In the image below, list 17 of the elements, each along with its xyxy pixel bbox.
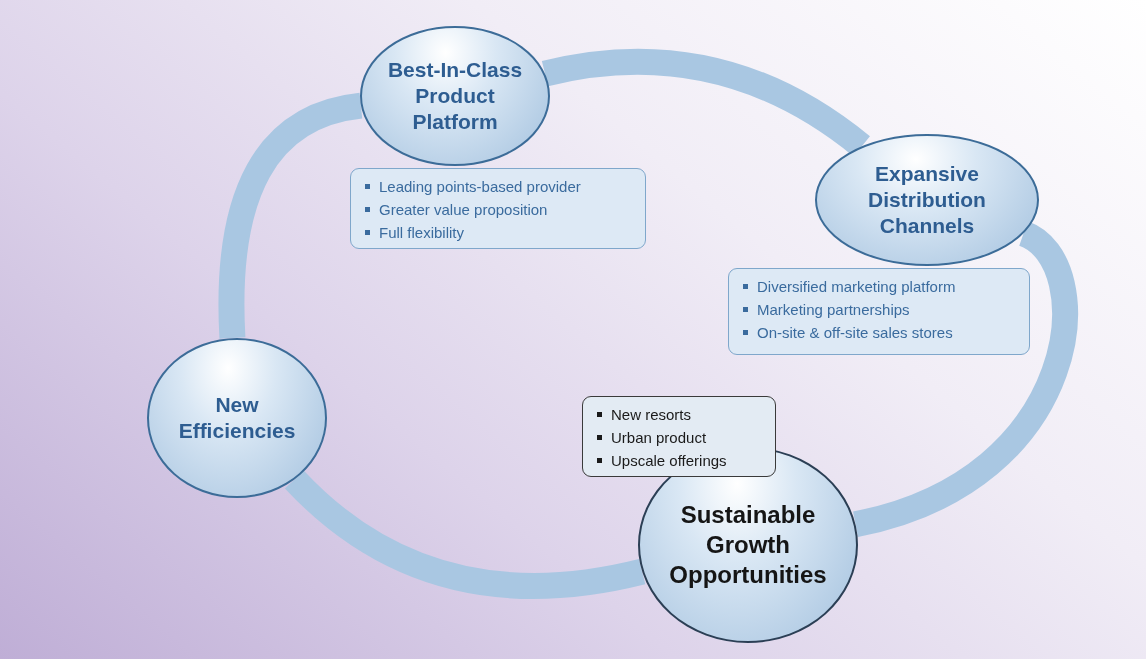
bullet-text: On-site & off-site sales stores — [757, 323, 953, 343]
ellipse-label: Best-In-Class Product Platform — [386, 56, 524, 136]
bullet-list-box — [582, 396, 776, 477]
bullet-text: Full flexibility — [379, 223, 465, 243]
ellipse-label: New Efficiencies — [177, 391, 297, 444]
bullet-text: Urban product — [611, 428, 707, 448]
ring-band — [285, 470, 645, 599]
bullet-text: New resorts — [611, 405, 692, 425]
bullet-text: Greater value proposition — [379, 200, 548, 220]
bullet-text: Leading points-based provider — [379, 177, 581, 197]
bullet-text: Marketing partnerships — [757, 300, 910, 320]
bullet-text: Upscale offerings — [611, 451, 727, 471]
bullet-text: Diversified marketing platform — [757, 277, 956, 297]
bullet-list-box — [728, 268, 1030, 355]
ellipse-label: Sustainable Growth Opportunities — [668, 500, 828, 590]
ellipse-label: Expansive Distribution Channels — [867, 160, 987, 240]
bullet-list-box — [350, 168, 646, 249]
